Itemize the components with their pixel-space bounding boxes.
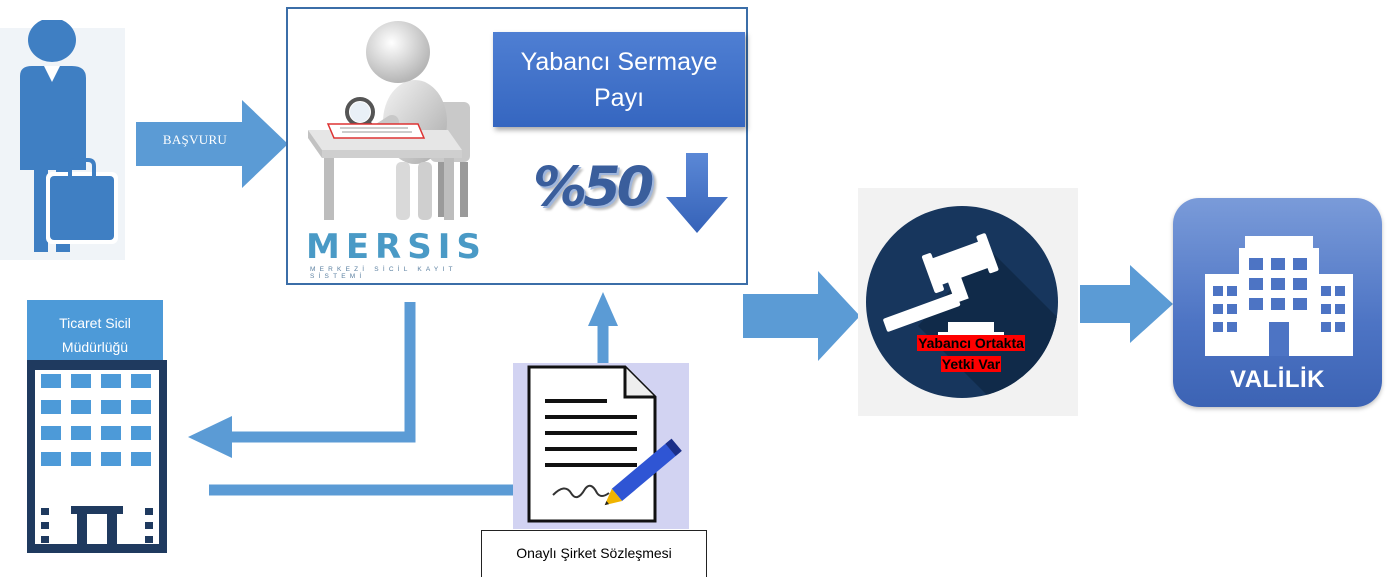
foreign-capital-share-title: Yabancı Sermaye Payı xyxy=(520,47,718,112)
gavel-to-valilik-arrow xyxy=(1080,265,1173,343)
gavel-label-line2: Yetki Var xyxy=(940,356,1002,372)
foreign-partner-authority-label: Yabancı Ortakta Yetki Var xyxy=(898,333,1044,375)
governorship-label: VALİLİK xyxy=(1229,366,1326,393)
down-arrow-icon xyxy=(666,153,728,233)
office-building-icon xyxy=(27,360,167,553)
person-with-briefcase-icon xyxy=(0,20,125,260)
registry-office-label-line2: Müdürlüğü xyxy=(61,339,129,355)
3d-figure-with-magnifier-icon xyxy=(308,21,470,220)
government-building-icon xyxy=(1205,236,1353,356)
approved-contract-caption: Onaylı Şirket Sözleşmesi xyxy=(481,530,707,577)
share-percent-value: %50 xyxy=(533,155,654,218)
document-to-mersis-arrowhead xyxy=(588,292,618,326)
signed-document-icon xyxy=(527,365,682,523)
application-arrow-label: BAŞVURU xyxy=(162,132,228,147)
gavel-label-line1: Yabancı Ortakta xyxy=(917,335,1025,351)
mersis-to-registry-line xyxy=(232,302,416,443)
mersis-to-gavel-arrow xyxy=(743,271,860,361)
application-arrow xyxy=(136,100,288,188)
registry-office-label-line1: Ticaret Sicil xyxy=(59,315,131,331)
foreign-capital-share-box: Yabancı Sermaye Payı xyxy=(493,32,745,127)
mersis-to-registry-arrowhead xyxy=(188,416,232,458)
registry-office-label: Ticaret Sicil Müdürlüğü xyxy=(27,300,163,370)
mersis-logo: MERSIS xyxy=(306,227,487,267)
mersis-logo-subtitle: MERKEZİ SİCİL KAYIT SİSTEMİ xyxy=(310,266,457,280)
gavel-icon xyxy=(866,206,1058,398)
